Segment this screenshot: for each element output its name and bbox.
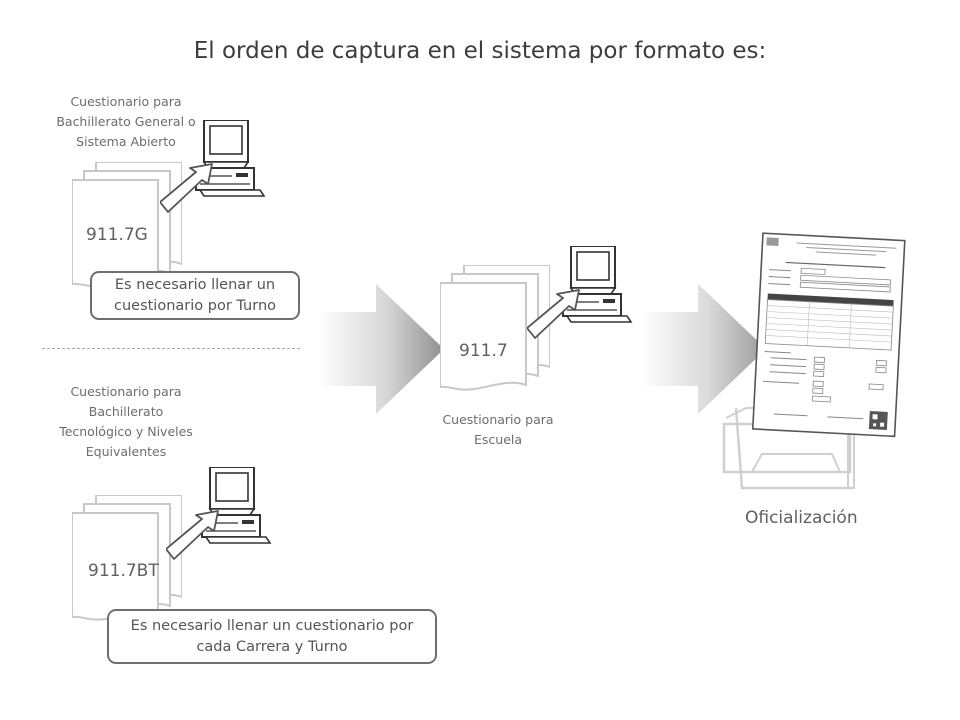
note-cuestionario-por-turno: Es necesario llenar un cuestionario por … [90, 271, 300, 320]
page-title: El orden de captura en el sistema por fo… [193, 38, 767, 64]
official-report-document [751, 232, 906, 438]
note-cuestionario-por-carrera-y-turno: Es necesario llenar un cuestionario por … [107, 609, 437, 664]
computer-icon [527, 246, 647, 341]
printer-icon [722, 232, 906, 490]
flow-arrow-right-icon [318, 284, 444, 414]
caption-bachillerato-general: Cuestionario para Bachillerato General o… [56, 94, 196, 149]
caption-bachillerato-tecnologico: Cuestionario para Bachillerato Tecnológi… [59, 384, 193, 459]
flow-arrow-right-icon [640, 284, 766, 414]
form-code-911-7: 911.7 [459, 341, 508, 361]
caption-escuela: Cuestionario para Escuela [442, 412, 554, 447]
computer-icon [160, 120, 280, 215]
form-code-911-7bt: 911.7BT [88, 561, 159, 581]
section-divider [42, 348, 300, 349]
label-oficializacion: Oficialización [745, 508, 858, 528]
form-code-911-7g: 911.7G [86, 225, 148, 245]
computer-icon [166, 467, 286, 562]
